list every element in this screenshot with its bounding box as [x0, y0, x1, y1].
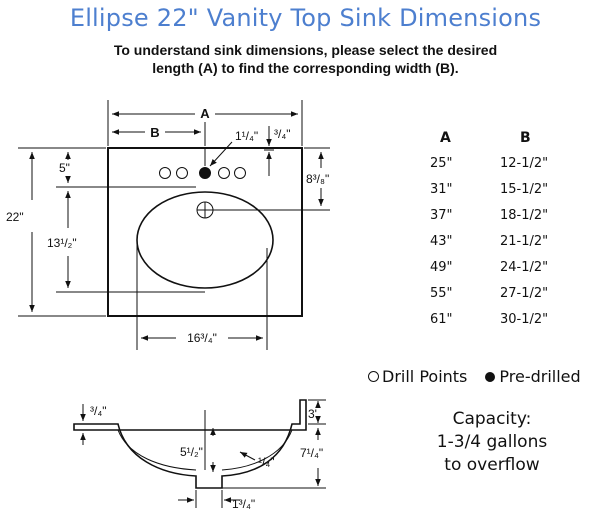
drill-point-3	[218, 167, 230, 179]
sink-bowl-outline	[136, 191, 274, 289]
table-row: 43" 21-1/2"	[412, 234, 572, 254]
drill-point-2	[176, 167, 188, 179]
bowl-inner	[117, 429, 197, 471]
cell-width-b: 30-1/2"	[500, 312, 549, 327]
page-title: Ellipse 22" Vanity Top Sink Dimensions	[69, 4, 542, 32]
cell-width-b: 15-1/2"	[500, 182, 549, 197]
table-row: 37" 18-1/2"	[412, 208, 572, 228]
cell-length-a: 25"	[430, 156, 453, 171]
cell-width-b: 27-1/2"	[500, 286, 549, 301]
table-row: 49" 24-1/2"	[412, 260, 572, 280]
cell-length-a: 31"	[430, 182, 453, 197]
side-view	[73, 399, 326, 508]
sink-profile	[73, 399, 307, 489]
table-row: 31" 15-1/2"	[412, 182, 572, 202]
table-row: 61" 30-1/2"	[412, 312, 572, 332]
dim-3: 3'	[308, 407, 317, 421]
cell-length-a: 37"	[430, 208, 453, 223]
cell-length-a: 43"	[430, 234, 453, 249]
label-b: B	[150, 125, 159, 140]
dim-5-1-2: 5¹/₂"	[180, 445, 203, 459]
table-header-b: B	[520, 130, 531, 146]
open-circle-icon	[368, 371, 379, 382]
table-row: 55" 27-1/2"	[412, 286, 572, 306]
top-view	[18, 100, 330, 350]
dim-16-3-4: 16³/₄"	[187, 331, 217, 345]
table-row: 25" 12-1/2"	[412, 156, 572, 176]
dim-3-4-top: ³/₄"	[274, 127, 291, 141]
filled-circle-icon	[485, 371, 496, 382]
drill-point-4	[234, 167, 246, 179]
dim-8-3-8: 8³/₈"	[306, 172, 329, 186]
dim-13-1-2: 13¹/₂"	[47, 236, 77, 250]
dim-22: 22"	[6, 210, 24, 224]
dim-7-1-4: 7¹/₄"	[300, 446, 323, 460]
legend: Drill Points Pre-drilled	[368, 366, 581, 386]
dim-1-4: ¹/₄"	[258, 455, 275, 469]
cell-length-a: 55"	[430, 286, 453, 301]
cell-width-b: 12-1/2"	[500, 156, 549, 171]
subtitle-line-2: length (A) to find the corresponding wid…	[152, 60, 459, 76]
side-view-labels: ³/₄" 3' 5¹/₂" ¹/₄" 7¹/₄" 1³/₄"	[90, 404, 323, 511]
cell-length-a: 61"	[430, 312, 453, 327]
legend-pre-drilled: Pre-drilled	[499, 367, 581, 386]
capacity-note: Capacity: 1-3/4 gallons to overflow	[412, 408, 572, 477]
capacity-line-2: 1-3/4 gallons	[436, 432, 548, 452]
capacity-line-1: Capacity:	[452, 409, 532, 429]
cell-width-b: 21-1/2"	[500, 234, 549, 249]
subtitle-line-1: To understand sink dimensions, please se…	[113, 42, 498, 58]
label-a: A	[200, 106, 210, 121]
pre-drilled-hole	[199, 167, 211, 179]
dim-1-1-4: 1¹/₄"	[235, 129, 258, 143]
legend-drill-points: Drill Points	[382, 367, 468, 386]
drill-point-1	[159, 167, 171, 179]
cell-width-b: 18-1/2"	[500, 208, 549, 223]
table-header-a: A	[440, 130, 451, 146]
cell-length-a: 49"	[430, 260, 453, 275]
dim-1-3-4: 1³/₄"	[232, 497, 255, 511]
dim-3-4-side: ³/₄"	[90, 404, 107, 418]
dim-5: 5"	[59, 161, 70, 175]
cell-width-b: 24-1/2"	[500, 260, 549, 275]
capacity-line-3: to overflow	[444, 455, 540, 475]
top-view-labels: A B 1¹/₄" ³/₄" 8³/₈" 5" 22" 13¹/₂" 16³/₄…	[6, 106, 329, 345]
